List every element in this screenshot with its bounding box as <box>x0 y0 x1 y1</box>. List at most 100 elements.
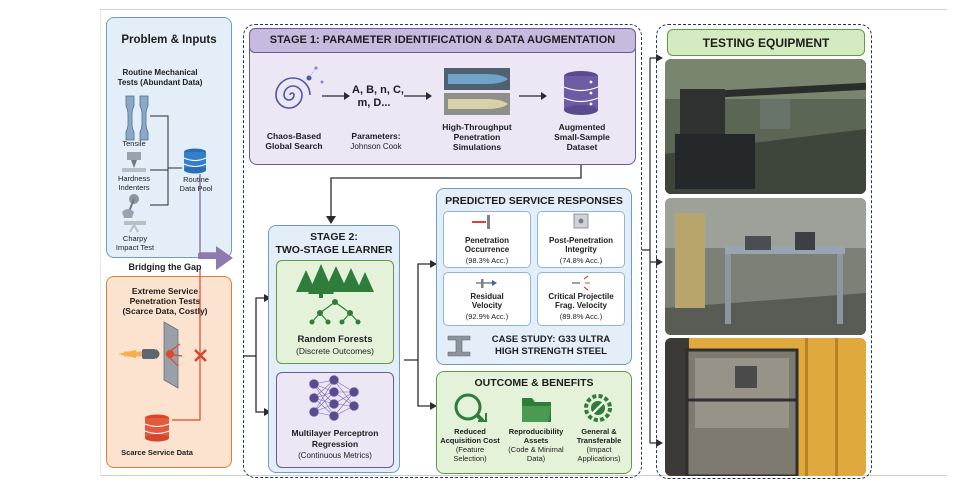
charpy-label-2: Impact Test <box>115 243 155 252</box>
resp-3-line2: Velocity <box>471 301 503 310</box>
charpy-hammer-icon <box>122 194 146 233</box>
resp-3-acc: (92.9% Acc.) <box>465 312 509 321</box>
simulation-label-1: High-Throughput <box>442 122 512 132</box>
resp-1-line1: Penetration <box>464 236 509 245</box>
stage1-header <box>249 28 636 53</box>
simulation-label-3: Simulations <box>452 142 502 152</box>
chaos-label-1: Chaos-Based <box>266 131 322 141</box>
hardness-label-2: Indenters <box>118 183 150 192</box>
params-letters-1: A, B, n, C, <box>352 84 404 96</box>
random-forests-title: Random Forests <box>297 334 373 345</box>
chaos-spiral-icon <box>275 66 324 109</box>
benefits-title: OUTCOME & BENEFITS <box>474 377 594 389</box>
gear-wrench-icon <box>584 394 612 422</box>
resp-1-line2: Occurrence <box>464 245 510 254</box>
benefit-3-line2: Transferable <box>576 436 622 445</box>
neural-network-icon <box>309 375 359 421</box>
resp-2-line1: Post-Penetration <box>548 236 613 245</box>
tensile-specimen-icon <box>125 95 149 141</box>
response-card-residual <box>443 272 531 326</box>
equipment-dashed-frame <box>656 24 872 479</box>
decision-tree-icon <box>309 299 361 325</box>
benefit-1-line2: Acquisition Cost <box>440 436 500 445</box>
projectile-impact-icon <box>118 321 183 389</box>
responses-title: PREDICTED SERVICE RESPONSES <box>445 195 623 207</box>
augmented-label-1: Augmented <box>558 122 606 132</box>
benefits-panel <box>436 371 632 474</box>
case-study-line2: HIGH STRENGTH STEEL <box>495 346 607 357</box>
case-study-line1: CASE STUDY: G33 ULTRA <box>491 334 611 345</box>
benefit-1-line4: Selection) <box>453 454 487 463</box>
extreme-title-3: (Scarce Data, Costly) <box>122 306 208 316</box>
equipment-photo-test-rig <box>665 198 866 335</box>
simulation-label-2: Penetration <box>453 132 501 142</box>
data-pool-label-2: Data Pool <box>179 184 213 193</box>
equipment-title: TESTING EQUIPMENT <box>702 36 830 50</box>
benefit-3-line4: Applications) <box>577 454 621 463</box>
equipment-photo-gas-gun <box>665 59 866 194</box>
resp-4-line2: Frag. Velocity <box>554 301 608 310</box>
routine-tests-subtitle-1: Routine Mechanical <box>122 68 198 77</box>
forest-trees-icon <box>296 264 374 298</box>
stage1-title: STAGE 1: PARAMETER IDENTIFICATION & DATA… <box>269 34 616 46</box>
cost-reduction-icon <box>454 393 487 423</box>
benefit-2-line4: Data) <box>526 454 546 463</box>
residual-velocity-icon <box>476 279 497 288</box>
params-letters-2: m, D... <box>357 97 391 109</box>
resp-2-line2: Integrity <box>565 245 597 254</box>
augmented-dataset-icon <box>563 71 599 115</box>
integrity-plate-icon <box>573 213 589 229</box>
benefit-2-line2: Assets <box>523 436 549 445</box>
blocked-x-icon <box>194 349 207 362</box>
penetration-icon <box>472 215 490 229</box>
scarce-data-label: Scarce Service Data <box>121 448 193 457</box>
bridge-arrow-icon <box>216 246 233 270</box>
routine-data-pool-icon <box>183 148 207 174</box>
simulation-projectile-icon <box>444 68 510 115</box>
benefit-1-line3: (Feature <box>455 445 485 454</box>
hardness-indenter-icon <box>122 152 146 172</box>
response-card-fragment <box>537 272 625 326</box>
augmented-label-3: Dataset <box>566 142 598 152</box>
random-forests-sub: (Discrete Outcomes) <box>296 346 374 356</box>
method-dashed-frame <box>243 24 642 478</box>
resp-4-acc: (89.8% Acc.) <box>559 312 603 321</box>
gas-gun-illustration <box>665 59 866 194</box>
routine-tests-subtitle-2: Tests (Abundant Data) <box>117 78 203 87</box>
test-rig-illustration <box>665 198 866 335</box>
tensile-label: Tensile <box>122 139 146 148</box>
benefit-2-line1: Reproducibility <box>508 427 564 436</box>
stage2-title-2: TWO-STAGE LEARNER <box>275 244 393 256</box>
charpy-label-1: Charpy <box>122 234 148 243</box>
hardness-label-1: Hardness <box>117 174 151 183</box>
chaos-label-2: Global Search <box>265 141 323 151</box>
resp-1-acc: (98.3% Acc.) <box>465 256 509 265</box>
fragmentation-icon <box>572 275 590 291</box>
mlp-title-1: Multilayer Perceptron <box>291 428 379 438</box>
top-rule <box>100 9 947 10</box>
steel-beam-icon <box>447 335 471 357</box>
mlp-title-2: Regression <box>311 439 359 449</box>
equipment-photo-chamber <box>665 338 866 476</box>
benefit-2-line3: (Code & Minimal <box>508 445 564 454</box>
left-rule <box>100 10 101 476</box>
chamber-illustration <box>665 338 866 476</box>
bottom-rule <box>100 475 947 476</box>
augmented-label-2: Small-Sample <box>554 132 610 142</box>
stage2-title-1: STAGE 2: <box>310 231 358 243</box>
benefit-3-line3: (Impact <box>586 445 612 454</box>
params-sub: Johnson Cook <box>350 142 402 151</box>
folder-icon <box>522 398 551 422</box>
mlp-sub: (Continuous Metrics) <box>298 451 372 460</box>
equipment-header <box>667 29 865 56</box>
data-pool-label-1: Routine <box>183 175 209 184</box>
extreme-title-2: Penetration Tests <box>129 296 201 306</box>
resp-4-line1: Critical Projectile <box>548 292 614 301</box>
bridging-gap-label: Bridging the Gap <box>128 262 202 272</box>
